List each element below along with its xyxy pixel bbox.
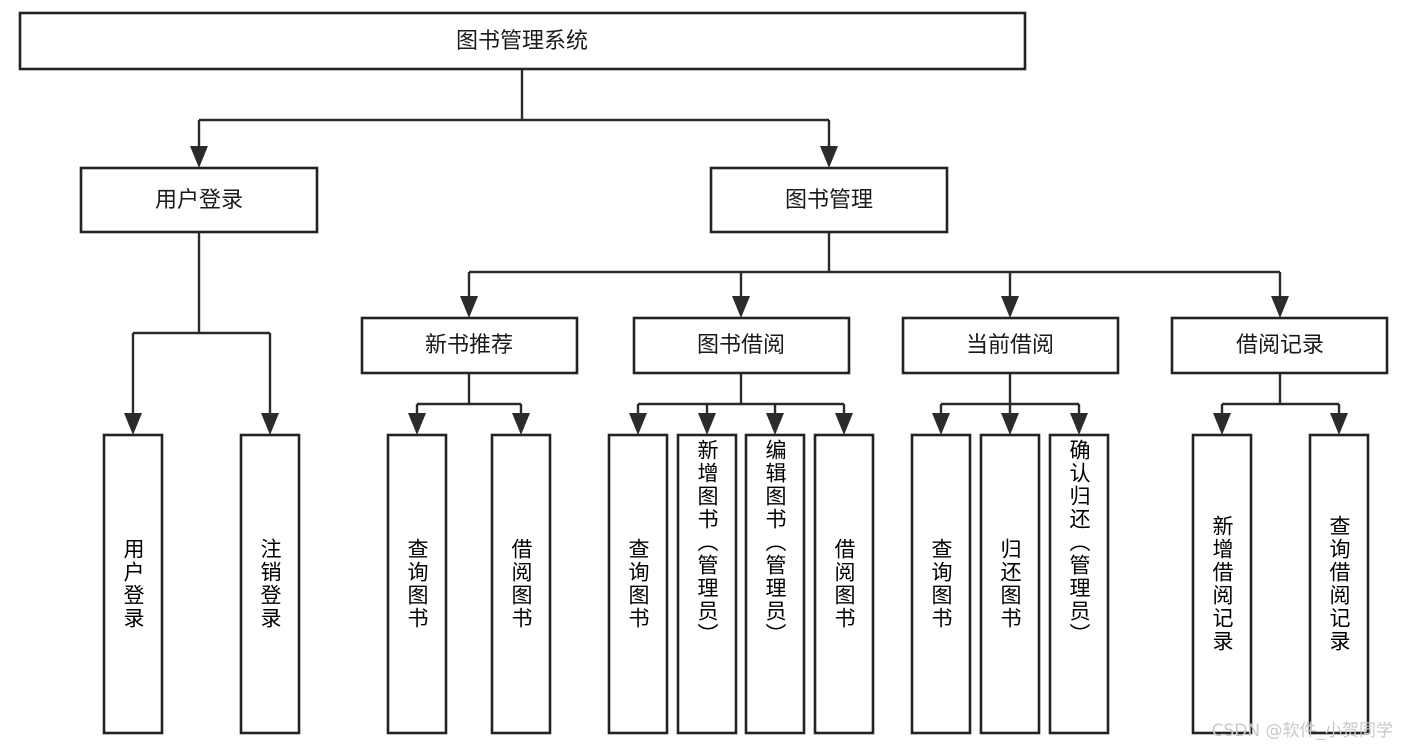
- leaf-query-book-3-text-wrap: 查询图书: [929, 538, 953, 630]
- leaf-add-book[interactable]: 新增图书（管理员）: [676, 433, 738, 735]
- leaf-borrow-book-1-box[interactable]: [490, 433, 552, 735]
- arrow-head-book-manage: [820, 146, 838, 168]
- leaf-add-book-box[interactable]: [676, 433, 738, 735]
- arrow-head-leaf-query-record: [1330, 413, 1348, 435]
- leaf-query-book-2-box[interactable]: [607, 433, 669, 735]
- arrow-head-leaf-user-login: [124, 413, 142, 435]
- leaf-return-book-text-wrap: 归还图书: [998, 538, 1022, 630]
- leaf-borrow-book-1-label: 借阅图书: [509, 538, 533, 630]
- arrow-head-book-borrow: [732, 296, 750, 318]
- leaf-borrow-book-2-text-wrap: 借阅图书: [832, 538, 856, 630]
- arrow-head-leaf-borrow-book-2: [835, 413, 853, 435]
- leaf-return-book-label: 归还图书: [998, 538, 1022, 630]
- arrow-head-leaf-return-book: [1001, 413, 1019, 435]
- arrow-head-leaf-add-record: [1213, 413, 1231, 435]
- leaf-add-record-text-wrap: 新增借阅记录: [1210, 515, 1234, 653]
- leaf-confirm-return-text-wrap: 确认归还（管理员）: [1067, 439, 1091, 646]
- leaf-query-book-1-box[interactable]: [386, 433, 448, 735]
- arrow-head-leaf-user-logout: [261, 413, 279, 435]
- leaf-add-record-box[interactable]: [1191, 433, 1253, 735]
- leaf-edit-book[interactable]: 编辑图书（管理员）: [744, 433, 806, 735]
- leaf-user-logout-text-wrap: 注销登录: [258, 538, 282, 630]
- leaf-return-book-box[interactable]: [979, 433, 1041, 735]
- leaf-borrow-book-2-label: 借阅图书: [832, 538, 856, 630]
- leaf-borrow-book-2[interactable]: 借阅图书: [813, 433, 875, 735]
- borrow-record-label: 借阅记录: [1236, 333, 1324, 358]
- leaf-add-book-text-wrap: 新增图书（管理员）: [695, 439, 719, 646]
- arrow-head-leaf-confirm-return: [1070, 413, 1088, 435]
- leaf-query-book-3[interactable]: 查询图书: [910, 433, 972, 735]
- arrow-head-leaf-borrow-book-1: [512, 413, 530, 435]
- leaf-add-record-label: 新增借阅记录: [1210, 515, 1234, 653]
- leaf-query-book-1[interactable]: 查询图书: [386, 433, 448, 735]
- leaf-query-book-3-box[interactable]: [910, 433, 972, 735]
- root-label: 图书管理系统: [456, 29, 588, 54]
- arrow-head-leaf-query-book-3: [932, 413, 950, 435]
- connector-layer: [124, 69, 1348, 435]
- leaf-query-record-box[interactable]: [1308, 433, 1370, 735]
- user-login-label: 用户登录: [155, 188, 243, 213]
- arrow-head-new-book-recommend: [460, 296, 478, 318]
- leaf-user-logout-box[interactable]: [239, 433, 301, 735]
- leaf-query-book-3-label: 查询图书: [929, 538, 953, 630]
- arrow-head-leaf-edit-book: [766, 413, 784, 435]
- leaf-borrow-book-1[interactable]: 借阅图书: [490, 433, 552, 735]
- leaf-confirm-return[interactable]: 确认归还（管理员）: [1048, 433, 1110, 735]
- borrow-record-box[interactable]: [1170, 316, 1389, 375]
- node-current-borrow[interactable]: 当前借阅: [901, 316, 1120, 375]
- leaf-borrow-book-1-text-wrap: 借阅图书: [509, 538, 533, 630]
- leaf-query-book-1-label: 查询图书: [405, 538, 429, 630]
- arrow-head-leaf-query-book-2: [629, 413, 647, 435]
- current-borrow-box[interactable]: [901, 316, 1120, 375]
- leaf-user-login-text-wrap: 用户登录: [121, 538, 145, 630]
- leaf-return-book[interactable]: 归还图书: [979, 433, 1041, 735]
- leaf-user-login[interactable]: 用户登录: [102, 433, 164, 735]
- leaf-edit-book-label: 编辑图书（管理员）: [763, 439, 787, 646]
- leaf-query-book-2-label: 查询图书: [626, 538, 650, 630]
- book-borrow-label: 图书借阅: [697, 333, 785, 358]
- arrow-head-user-login: [190, 146, 208, 168]
- leaf-query-book-2[interactable]: 查询图书: [607, 433, 669, 735]
- leaf-add-record[interactable]: 新增借阅记录: [1191, 433, 1253, 735]
- new-book-recommend-box[interactable]: [360, 316, 579, 375]
- root-box[interactable]: [18, 11, 1027, 71]
- leaf-query-book-1-text-wrap: 查询图书: [405, 538, 429, 630]
- node-new-book-recommend[interactable]: 新书推荐: [360, 316, 579, 375]
- leaf-user-login-box[interactable]: [102, 433, 164, 735]
- node-book-manage[interactable]: 图书管理: [709, 166, 949, 234]
- leaf-user-logout[interactable]: 注销登录: [239, 433, 301, 735]
- node-borrow-record[interactable]: 借阅记录: [1170, 316, 1389, 375]
- arrow-head-leaf-add-book: [698, 413, 716, 435]
- leaf-borrow-book-2-box[interactable]: [813, 433, 875, 735]
- leaf-query-book-2-text-wrap: 查询图书: [626, 538, 650, 630]
- user-login-box[interactable]: [79, 166, 319, 234]
- leaf-add-book-label: 新增图书（管理员）: [695, 439, 719, 646]
- leaf-edit-book-box[interactable]: [744, 433, 806, 735]
- book-borrow-box[interactable]: [632, 316, 851, 375]
- leaf-query-record[interactable]: 查询借阅记录: [1308, 433, 1370, 735]
- leaf-query-record-text-wrap: 查询借阅记录: [1327, 515, 1351, 653]
- book-manage-label: 图书管理: [785, 188, 873, 213]
- leaf-confirm-return-label: 确认归还（管理员）: [1067, 439, 1091, 646]
- node-user-login[interactable]: 用户登录: [79, 166, 319, 234]
- leaf-query-record-label: 查询借阅记录: [1327, 515, 1351, 653]
- current-borrow-label: 当前借阅: [966, 333, 1054, 358]
- book-manage-box[interactable]: [709, 166, 949, 234]
- arrow-head-leaf-query-book-1: [408, 413, 426, 435]
- arrow-head-current-borrow: [1001, 296, 1019, 318]
- leaf-confirm-return-box[interactable]: [1048, 433, 1110, 735]
- new-book-recommend-label: 新书推荐: [425, 333, 513, 358]
- leaf-user-logout-label: 注销登录: [258, 538, 282, 630]
- arrow-head-borrow-record: [1271, 296, 1289, 318]
- node-root[interactable]: 图书管理系统: [18, 11, 1027, 71]
- node-book-borrow[interactable]: 图书借阅: [632, 316, 851, 375]
- leaf-user-login-label: 用户登录: [121, 538, 145, 630]
- leaf-edit-book-text-wrap: 编辑图书（管理员）: [763, 439, 787, 646]
